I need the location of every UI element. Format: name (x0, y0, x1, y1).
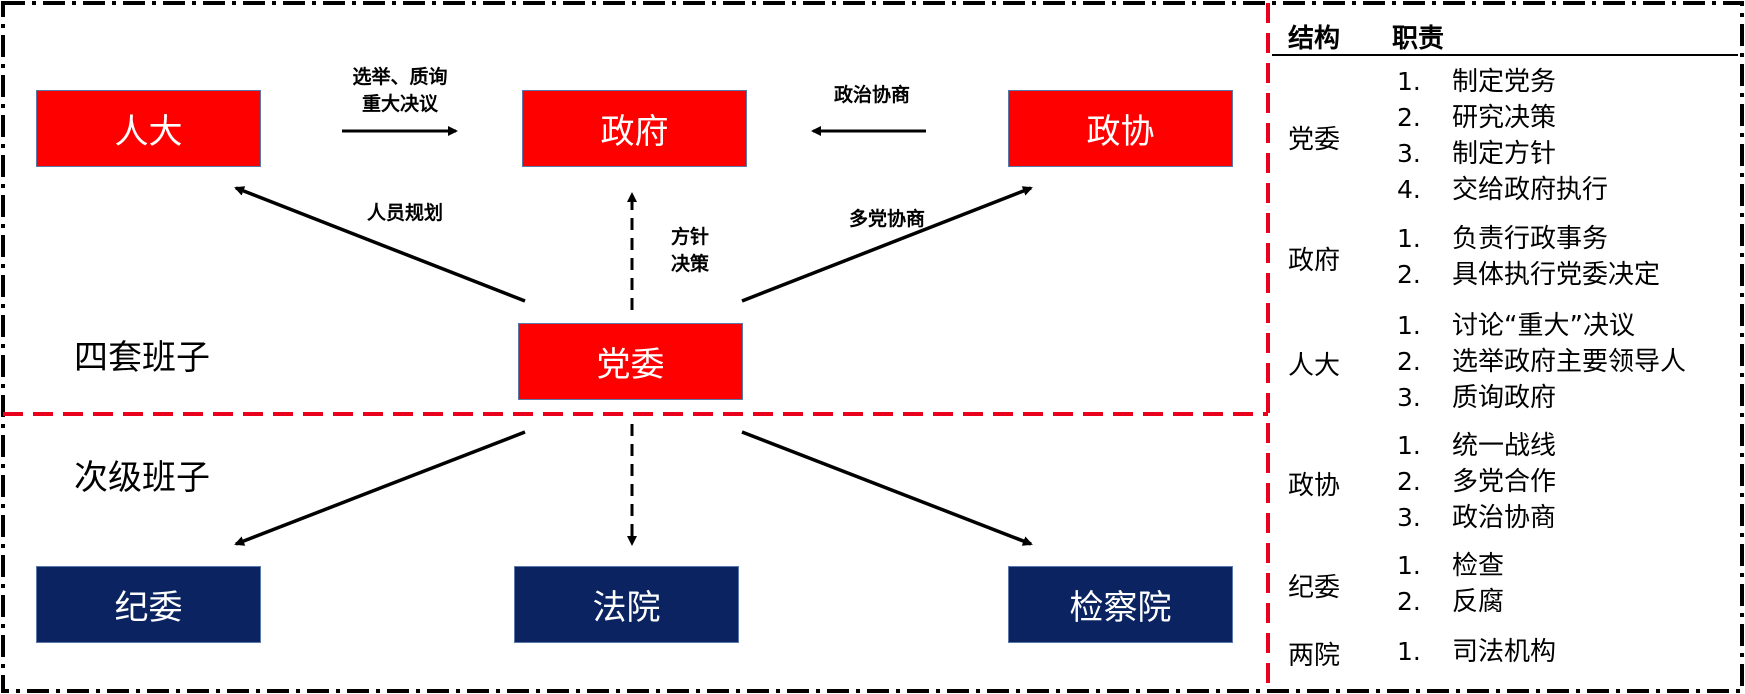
table-group-name: 人大 (1288, 351, 1341, 381)
edge-label-renda-zhengfu-line1: 选举、质询 (352, 66, 448, 88)
node-jianchayuan-label: 检察院 (1069, 588, 1172, 628)
edge-label-dangwei-renda-text: 人员规划 (366, 202, 443, 224)
table-item-text: 统一战线 (1452, 431, 1557, 461)
edge-label-dangwei-zhengfu-line1: 方针 (670, 226, 709, 248)
table-item-number: 1. (1397, 431, 1421, 460)
table-item-text: 反腐 (1452, 587, 1505, 617)
edge-label-dangwei-zhengxie-text: 多党协商 (848, 208, 925, 230)
table-item: 1. 统一战线 (1272, 428, 1738, 464)
table-item-text: 制定方针 (1452, 139, 1557, 169)
table-item-number: 2. (1397, 467, 1421, 496)
table-group-name: 政府 (1288, 246, 1341, 276)
table-item-number: 1. (1397, 311, 1421, 340)
table-item: 1. 检查 (1272, 548, 1738, 584)
table-item-number: 3. (1397, 383, 1421, 412)
arrow-dangwei-to-jiwei (234, 430, 526, 546)
edge-label-dangwei-renda: 人员规划 (345, 200, 465, 227)
table-item: 2. 选举政府主要领导人 (1272, 344, 1738, 380)
edge-label-renda-zhengfu: 选举、质询 重大决议 (330, 64, 470, 118)
arrow-dangwei-to-zhengxie (741, 186, 1033, 303)
table-item-number: 1. (1397, 67, 1421, 96)
edge-label-zhengxie-zhengfu: 政治协商 (812, 82, 932, 109)
node-dangwei: 党委 (518, 323, 743, 400)
table-item: 3. 政治协商 (1272, 500, 1738, 536)
table-item: 2. 多党合作 (1272, 464, 1738, 500)
table-item-text: 负责行政事务 (1452, 224, 1609, 254)
table-item-text: 制定党务 (1452, 67, 1557, 97)
node-fayuan: 法院 (514, 566, 739, 643)
table-item-text: 具体执行党委决定 (1452, 260, 1661, 290)
table-item-text: 选举政府主要领导人 (1452, 347, 1687, 377)
table-item-number: 4. (1397, 175, 1421, 204)
table-header-structure: 结构 (1288, 24, 1341, 54)
table-item: 2. 具体执行党委决定 (1272, 257, 1738, 293)
table-item-number: 1. (1397, 224, 1421, 253)
node-zhengfu-label: 政府 (600, 112, 669, 152)
table-item-text: 检查 (1452, 551, 1505, 581)
node-jiwei: 纪委 (36, 566, 261, 643)
table-item: 1. 制定党务 (1272, 64, 1738, 100)
table-item-number: 1. (1397, 551, 1421, 580)
table-item-text: 交给政府执行 (1452, 175, 1609, 205)
table-item-text: 政治协商 (1452, 503, 1557, 533)
table-item: 4. 交给政府执行 (1272, 172, 1738, 208)
edge-label-dangwei-zhengfu: 方针 决策 (660, 224, 720, 278)
arrow-dangwei-to-renda (234, 186, 526, 303)
table-item-number: 2. (1397, 260, 1421, 289)
node-jiwei-label: 纪委 (114, 588, 183, 628)
node-fayuan-label: 法院 (592, 588, 661, 628)
node-zhengxie: 政协 (1008, 90, 1233, 167)
table-item-text: 研究决策 (1452, 103, 1557, 133)
node-dangwei-label: 党委 (596, 345, 665, 385)
table-item-text: 多党合作 (1452, 467, 1557, 497)
table-item: 3. 制定方针 (1272, 136, 1738, 172)
table-item-number: 3. (1397, 139, 1421, 168)
table-item: 2. 研究决策 (1272, 100, 1738, 136)
edge-label-zhengxie-zhengfu-text: 政治协商 (833, 84, 910, 106)
table-group-name: 党委 (1288, 125, 1341, 155)
table-item-number: 3. (1397, 503, 1421, 532)
node-zhengfu: 政府 (522, 90, 747, 167)
table-item-text: 质询政府 (1452, 383, 1557, 413)
table-item-text: 讨论“重大”决议 (1452, 311, 1635, 341)
table-group-name: 政协 (1288, 471, 1341, 501)
table-item-number: 1. (1397, 637, 1421, 666)
table-item-number: 2. (1397, 347, 1421, 376)
node-zhengxie-label: 政协 (1086, 112, 1155, 152)
tier-label-bottom: 次级班子 (74, 458, 210, 498)
table-group-name: 两院 (1288, 641, 1341, 671)
table-header-duties: 职责 (1392, 24, 1445, 54)
table-item: 2. 反腐 (1272, 584, 1738, 620)
table-header-rule (1272, 54, 1738, 56)
edge-label-dangwei-zhengfu-line2: 决策 (670, 253, 709, 275)
table-item: 3. 质询政府 (1272, 380, 1738, 416)
table-item-number: 2. (1397, 587, 1421, 616)
table-group-name: 纪委 (1288, 573, 1341, 603)
edge-label-renda-zhengfu-line2: 重大决议 (361, 93, 438, 115)
node-jianchayuan: 检察院 (1008, 566, 1233, 643)
table-item-number: 2. (1397, 103, 1421, 132)
edge-label-dangwei-zhengxie: 多党协商 (827, 206, 947, 233)
table-item: 1. 讨论“重大”决议 (1272, 308, 1738, 344)
arrow-dangwei-to-jianchayuan (741, 430, 1033, 546)
node-renda-label: 人大 (114, 112, 183, 152)
node-renda: 人大 (36, 90, 261, 167)
tier-label-top: 四套班子 (74, 338, 210, 378)
table-item: 1. 司法机构 (1272, 634, 1738, 670)
table-item-text: 司法机构 (1452, 637, 1557, 667)
table-item: 1. 负责行政事务 (1272, 221, 1738, 257)
